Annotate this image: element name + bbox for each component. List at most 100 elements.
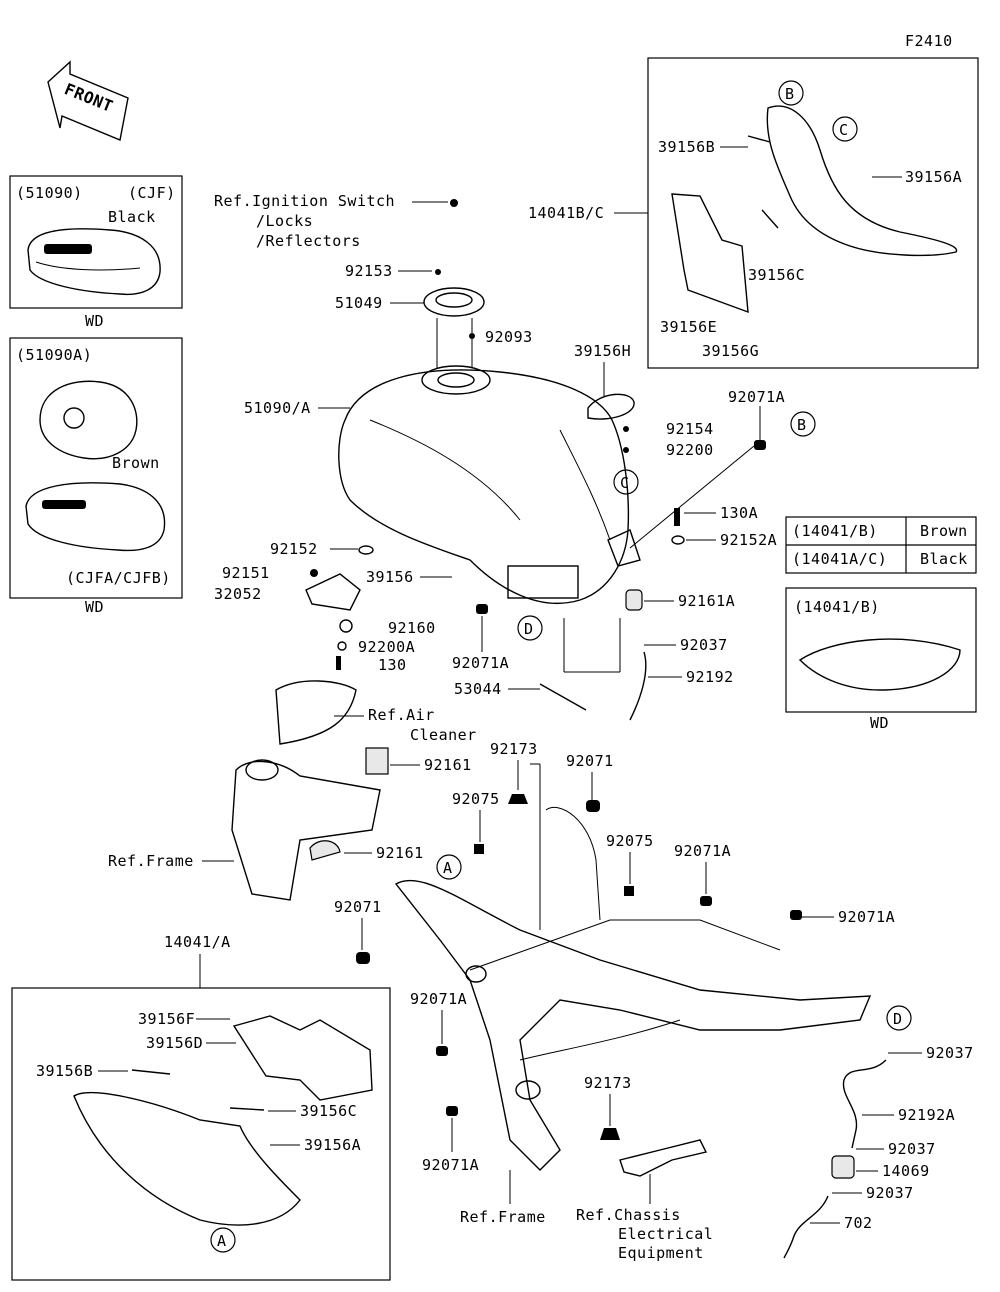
- kawasaki-logo-icon-2: [42, 500, 86, 509]
- label-39156e: 39156E: [660, 318, 717, 336]
- label-92173-2: 92173: [584, 1074, 632, 1092]
- label-32052: 32052: [214, 585, 262, 603]
- label-ref-ignition-2: /Locks: [256, 212, 313, 230]
- label-14041a: 14041/A: [164, 933, 231, 951]
- fuel-tank-illustration: [338, 365, 630, 604]
- color-table-part-1: (14041/B): [792, 522, 878, 540]
- tank-black-illustration: [27, 228, 161, 296]
- rod-illustration: [539, 683, 587, 711]
- label-92071a-1: 92071A: [728, 388, 785, 406]
- air-cleaner-plate-illustration: [275, 680, 357, 745]
- variant-14041b-note: WD: [870, 714, 889, 732]
- variant-51090-color: Black: [108, 208, 156, 226]
- chassis-bracket-illustration: [619, 1139, 708, 1177]
- label-92071a-2: 92071A: [452, 654, 509, 672]
- knee-pad-illustration: [587, 393, 635, 420]
- front-frame-illustration: [231, 760, 381, 901]
- callout-b-mid: [790, 411, 816, 437]
- side-cover-lower-illustration: [73, 1092, 301, 1226]
- label-ref-ignition-3: /Reflectors: [256, 232, 361, 250]
- callout-c-top: [832, 116, 858, 142]
- label-39156a-bot: 39156A: [304, 1136, 361, 1154]
- label-92152a: 92152A: [720, 531, 777, 549]
- label-92154: 92154: [666, 420, 714, 438]
- callout-c-mid: [613, 469, 639, 495]
- label-39156h: 39156H: [574, 342, 631, 360]
- cover-box-14041bc: B C 39156B 39156A 39156C 39156E 39156G: [647, 57, 979, 369]
- color-table-color-1: Brown: [920, 522, 968, 540]
- variant-box-51090a: (51090A) Brown (CJFA/CJFB) WD: [9, 337, 183, 616]
- side-cover-panel-illustration: [671, 193, 749, 314]
- label-92071a-3: 92071A: [674, 842, 731, 860]
- cover-box-14041a: 39156F 39156D 39156B 39156C 39156A A: [11, 987, 391, 1281]
- variant-box-51090: (51090) (CJF) Black WD: [9, 175, 183, 330]
- label-92192: 92192: [686, 668, 734, 686]
- drain-hose-illustration: [629, 651, 647, 721]
- label-51049: 51049: [335, 294, 383, 312]
- filter-icon: [831, 1155, 855, 1179]
- callout-a-bottom: [210, 1227, 236, 1253]
- label-92037-4: 92037: [866, 1184, 914, 1202]
- color-table-color-2: Black: [920, 550, 968, 568]
- label-ref-chassis-2: Electrical: [618, 1225, 713, 1243]
- variant-51090a-color: Brown: [112, 454, 160, 472]
- svg-text:B: B: [797, 416, 807, 434]
- tank-brown-illustration: [25, 482, 166, 552]
- callout-b-top: [778, 80, 804, 106]
- label-702: 702: [844, 1214, 873, 1232]
- label-92075-2: 92075: [606, 832, 654, 850]
- label-39156c-bot: 39156C: [300, 1102, 357, 1120]
- svg-text:D: D: [524, 620, 534, 638]
- fuel-cap-icon: [63, 407, 85, 429]
- tank-top-view-illustration: [39, 380, 138, 460]
- label-ref-frame-1: Ref.Frame: [108, 852, 194, 870]
- label-39156a-top: 39156A: [905, 168, 962, 186]
- label-92161-2: 92161: [376, 844, 424, 862]
- callout-d-right: [886, 1005, 912, 1031]
- hose-upper-illustration: [842, 1059, 887, 1149]
- variant-box-14041b: (14041/B) WD: [785, 587, 977, 732]
- svg-text:A: A: [443, 859, 453, 877]
- variant-14041b-part: (14041/B): [794, 598, 880, 616]
- label-92037-2: 92037: [926, 1044, 974, 1062]
- side-cover-panel-lower-illustration: [232, 1015, 373, 1101]
- label-92037-3: 92037: [888, 1140, 936, 1158]
- label-39156: 39156: [366, 568, 414, 586]
- label-92071a-4: 92071A: [838, 908, 895, 926]
- label-51090a: 51090/A: [244, 399, 311, 417]
- label-39156b-top: 39156B: [658, 138, 715, 156]
- variant-51090-code: (CJF): [128, 184, 176, 202]
- side-cover-upper-illustration: [766, 105, 958, 257]
- damper-icon: [625, 589, 643, 611]
- label-92071a-6: 92071A: [422, 1156, 479, 1174]
- label-92152: 92152: [270, 540, 318, 558]
- variant-51090-part: (51090): [16, 184, 83, 202]
- hose-lower-illustration: [783, 1195, 829, 1259]
- grommet-icon: [754, 440, 766, 450]
- svg-text:C: C: [839, 121, 849, 139]
- label-92200a: 92200A: [358, 638, 415, 656]
- svg-text:C: C: [620, 474, 630, 492]
- label-14041bc: 14041B/C: [528, 204, 604, 222]
- label-ref-air-1: Ref.Air: [368, 706, 435, 724]
- label-92153: 92153: [345, 262, 393, 280]
- label-ref-frame-2: Ref.Frame: [460, 1208, 546, 1226]
- nut-icon: [508, 794, 528, 804]
- side-cover-brown-illustration: [798, 638, 961, 691]
- label-ref-chassis-1: Ref.Chassis: [576, 1206, 681, 1224]
- label-92075-1: 92075: [452, 790, 500, 808]
- color-table: (14041/B) Brown (14041A/C) Black: [785, 516, 977, 574]
- figure-code: F2410: [905, 32, 953, 50]
- variant-51090a-code: (CJFA/CJFB): [66, 569, 171, 587]
- bracket-illustration: [607, 529, 641, 567]
- callout-d-mid: [517, 615, 543, 641]
- front-arrow-icon: FRONT: [47, 60, 129, 141]
- label-53044: 53044: [454, 680, 502, 698]
- front-arrow-label: FRONT: [62, 79, 116, 116]
- label-39156g: 39156G: [702, 342, 759, 360]
- label-ref-chassis-3: Equipment: [618, 1244, 704, 1262]
- label-92160: 92160: [388, 619, 436, 637]
- label-92173-1: 92173: [490, 740, 538, 758]
- label-92071-1: 92071: [566, 752, 614, 770]
